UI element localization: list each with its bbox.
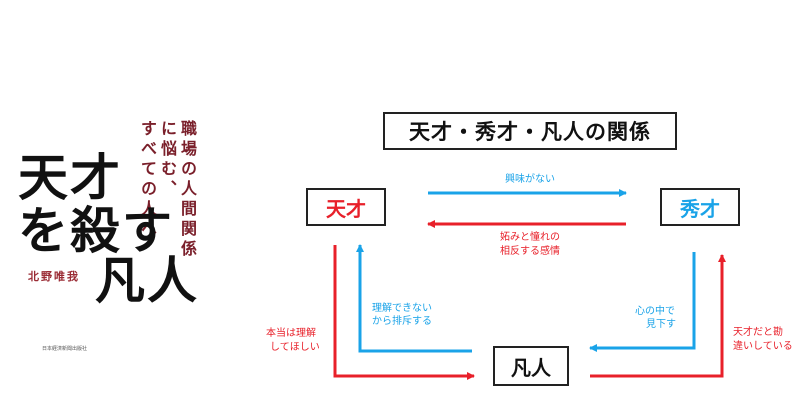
label-want-understand-line2: してほしい bbox=[270, 342, 320, 353]
label-understand-line2: から排斥する bbox=[372, 316, 432, 327]
book-title-line1: 天才 bbox=[18, 149, 122, 207]
node-tensai: 天才 bbox=[306, 188, 386, 226]
book-cover: 職場の人間関係 に悩む、 すべての人へ 天才 を殺す 北野唯我 凡人 日本経済新… bbox=[0, 0, 210, 419]
node-shusai: 秀才 bbox=[660, 188, 740, 226]
book-subtitle-col3: すべての人へ bbox=[138, 120, 157, 240]
arrow-bonjin-to-tensai bbox=[356, 244, 472, 353]
book-title-line2: を殺す bbox=[18, 202, 174, 260]
label-want-understand-line1: 本当は理解 bbox=[266, 328, 316, 339]
label-envy-line2: 相反する感情 bbox=[500, 246, 560, 257]
node-bonjin: 凡人 bbox=[493, 346, 569, 386]
book-author: 北野唯我 bbox=[28, 270, 80, 283]
label-envy-line1: 妬みと憧れの bbox=[500, 232, 560, 243]
label-no-interest: 興味がない bbox=[505, 174, 555, 185]
label-understand-line1: 理解できない bbox=[372, 303, 432, 314]
arrow-tensai-to-bonjin bbox=[333, 245, 475, 380]
label-look-down-line2: 見下す bbox=[646, 319, 676, 330]
arrow-shusai-to-bonjin bbox=[589, 252, 696, 352]
book-title-line3: 凡人 bbox=[95, 252, 199, 310]
diagram-title: 天才・秀才・凡人の関係 bbox=[383, 112, 677, 150]
label-mistake-line1: 天才だと勘 bbox=[733, 327, 783, 338]
book-subtitle-col2: に悩む、 bbox=[158, 120, 177, 200]
label-mistake-line2: 違いしている bbox=[733, 341, 793, 352]
arrow-bonjin-to-shusai bbox=[590, 254, 726, 378]
label-look-down-line1: 心の中で bbox=[635, 306, 675, 317]
book-publisher: 日本経済新聞出版社 bbox=[42, 346, 88, 352]
book-subtitle-col1: 職場の人間関係 bbox=[178, 120, 197, 260]
